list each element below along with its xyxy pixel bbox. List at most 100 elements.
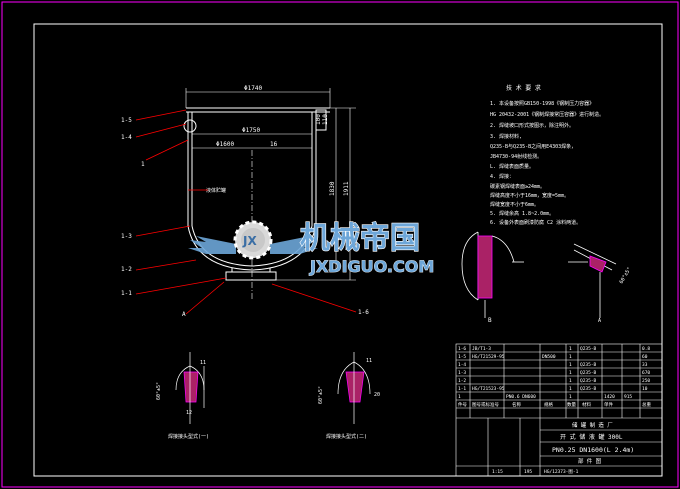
bom-cell: Q235-B <box>580 378 597 384</box>
weld-left-dim: 60°±5° <box>156 382 162 400</box>
tech-req-item: Q235-B与Q235-B之间用E4303焊条， <box>490 143 576 150</box>
bom-cell: 915 <box>624 394 632 400</box>
bom-cell: 1 <box>569 346 572 352</box>
title-code: HG/12373-图-1 <box>544 469 579 475</box>
weld-right-dim: 20 <box>374 392 380 398</box>
bom-cell: 10 <box>642 386 648 392</box>
bom-header: 图号或标准号 <box>472 401 499 408</box>
bom-cell: 1-2 <box>458 378 466 384</box>
weld-section-right-label: 焊接接头型式(二) <box>326 433 367 440</box>
main-dimension-text: Φ1740 Φ1750 Φ1600 16 100 110 1830 1911 液… <box>206 85 350 196</box>
dim-inner-width2: Φ1600 <box>216 141 234 148</box>
weld-section-left <box>175 352 205 424</box>
bom-cell: 1 <box>569 370 572 376</box>
tech-req-item: L. 焊缝表面质量。 <box>490 163 534 170</box>
title-scale: 1:15 <box>492 469 503 475</box>
tech-req-item: HG 20432-2001《钢制焊接常压容器》进行制造。 <box>490 111 604 118</box>
part-leaders <box>135 109 357 315</box>
tech-req-item: 焊缝高度不小于16mm，宽度=5mm。 <box>490 192 569 199</box>
title-company: 储 罐 制 造 厂 <box>572 421 613 429</box>
weld-section-left-text: 11 60°±5° 12 焊接接头型式(一) <box>156 360 209 440</box>
tech-req-item: 焊缝宽度不小于6mm。 <box>490 201 539 208</box>
dim-inner-width: Φ1750 <box>242 127 260 134</box>
detail-weld-label: A <box>598 318 601 324</box>
bom-cell: 1 <box>569 394 572 400</box>
bom-header: 数量 <box>567 401 576 408</box>
label-a: A <box>182 311 186 318</box>
bom-cell: 1 <box>569 378 572 384</box>
detail-weld-dim: 60°±5° <box>619 266 633 285</box>
title-name: 开 式 储 液 罐 300L <box>560 433 623 441</box>
dim-wall: 16 <box>270 141 278 148</box>
wing-left-icon <box>188 236 236 254</box>
bom-cell: DN500 <box>542 354 556 360</box>
label-1-5: 1-5 <box>121 117 132 124</box>
dim-height1: 1830 <box>329 181 336 196</box>
weld-left-dim: 11 <box>200 360 206 366</box>
tech-req-item: 1. 本设备按照GB150-1998《钢制压力容器》 <box>490 100 594 107</box>
bom-cell: Q235-B <box>580 386 597 392</box>
bom-cell: JB/T1-3 <box>472 346 491 352</box>
bom-cell: Q235-B <box>580 362 597 368</box>
bom-cell: 1-3 <box>458 370 466 376</box>
part-labels: 1-5 1-4 1 1-3 1-2 1-1 1-6 A <box>121 117 369 318</box>
bom-cell: 1 <box>458 394 461 400</box>
watermark-badge: JX <box>242 234 257 248</box>
title-part: 部 件 图 <box>578 457 602 465</box>
bom-header: 总重 <box>642 401 651 408</box>
watermark-logo: JX 机械帝国 JXDIGUO.COM <box>188 220 435 276</box>
tech-req-title: 技 术 要 求 <box>506 84 541 92</box>
bom-table-text: 1-6 JB/T1-3 1 Q235-B 0.8 1-5 HG/T21529-9… <box>458 346 651 475</box>
bom-cell: 60 <box>642 354 648 360</box>
weld-right-dim: 60°±5° <box>318 386 324 404</box>
tech-req-item: 3. 焊接材料, <box>490 133 522 140</box>
bom-cell: 250 <box>642 378 650 384</box>
tech-req-item: 2. 焊缝坡口形式按图示，除注明外。 <box>490 122 574 129</box>
bom-cell: PN0.6 DN600 <box>506 394 536 400</box>
weld-section-right-text: 11 20 60°±5° 焊接接头型式(二) <box>318 358 380 440</box>
bom-cell: 33 <box>642 362 648 368</box>
bom-cell: 670 <box>642 370 650 376</box>
watermark-brand: 机械帝国 <box>300 221 420 256</box>
title-weight: 195 <box>524 469 532 475</box>
bom-cell: 1 <box>569 386 572 392</box>
bom-cell: 1-6 <box>458 346 466 352</box>
bom-cell: 0.8 <box>642 346 650 352</box>
weld-right-dim: 11 <box>366 358 372 364</box>
bom-cell: HG/T21523-95 <box>472 386 505 392</box>
tech-req-item: JB4730-94射线检测。 <box>490 153 542 160</box>
weld-section-right <box>337 352 371 424</box>
detail-weld-text: A 60°±5° <box>598 266 633 324</box>
bom-cell: 1-4 <box>458 362 466 368</box>
label-1: 1 <box>141 161 145 168</box>
label-1-3: 1-3 <box>121 233 132 240</box>
watermark-url: JXDIGUO.COM <box>309 257 434 276</box>
weld-section-left-label: 焊接接头型式(一) <box>168 433 209 440</box>
bom-header: 件号 <box>458 401 467 408</box>
bom-cell: 1-5 <box>458 354 466 360</box>
bom-cell: Q235-B <box>580 370 597 376</box>
bom-cell: 1420 <box>604 394 615 400</box>
tech-req-item: 6. 设备外表面刷漆防腐 C2 涂料两道。 <box>490 219 581 226</box>
tech-req-item: 5. 焊缝余高 1.8~2.0mm。 <box>490 210 554 217</box>
tech-req-item: 碳素钢焊缝表面≥24mm。 <box>490 183 545 190</box>
bom-header: 规格 <box>544 401 553 408</box>
label-1-4: 1-4 <box>121 134 132 141</box>
bom-cell: 1-1 <box>458 386 466 392</box>
bom-cell: 1 <box>569 354 572 360</box>
dim-top-width: Φ1740 <box>244 85 262 92</box>
bom-cell: 1 <box>569 362 572 368</box>
dim-height2: 1911 <box>343 181 350 196</box>
weld-left-dim: 12 <box>186 410 192 416</box>
label-1-6: 1-6 <box>358 309 369 316</box>
drawing-frame <box>33 23 663 477</box>
bom-cell: Q235-B <box>580 346 597 352</box>
tech-requirements: 技 术 要 求 1. 本设备按照GB150-1998《钢制压力容器》 HG 20… <box>490 84 604 226</box>
bom-header: 名称 <box>512 401 521 408</box>
detail-view-weld <box>568 243 617 318</box>
bom-table-grid <box>455 343 663 477</box>
detail-flange-label: B <box>488 317 492 324</box>
bom-cell: HG/T21529-95 <box>472 354 505 360</box>
